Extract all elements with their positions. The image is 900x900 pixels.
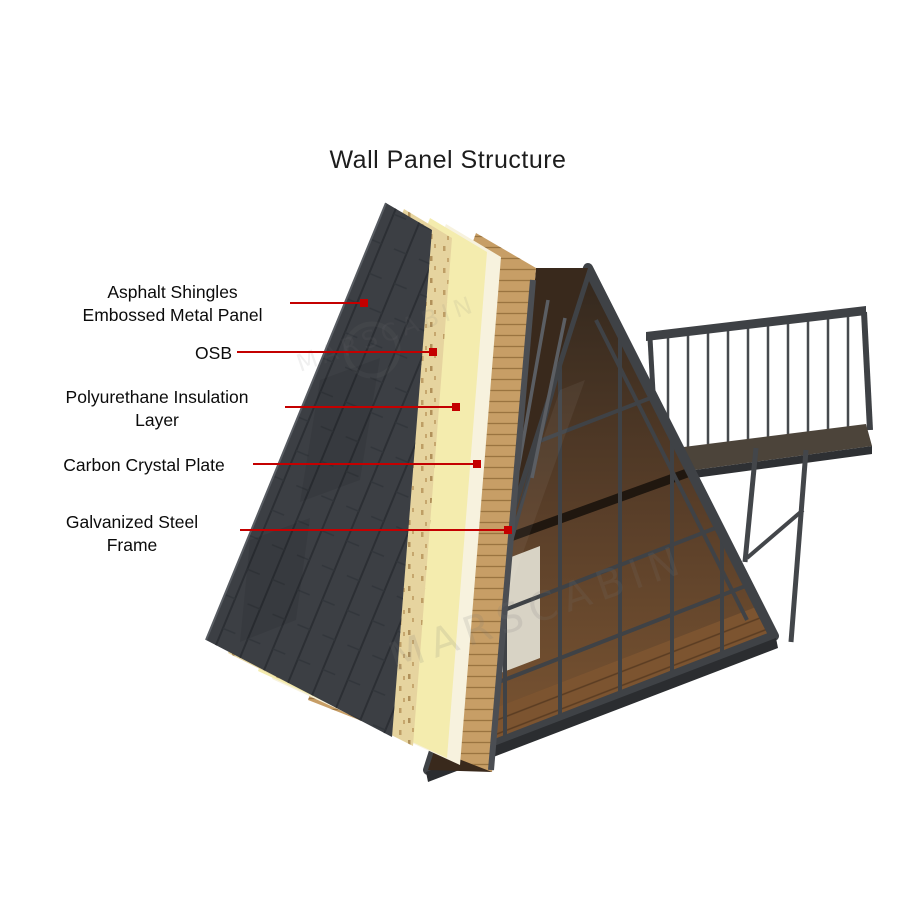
label-osb: OSB bbox=[92, 342, 232, 365]
balcony-top-rail bbox=[646, 306, 866, 341]
leader-marker-insulation bbox=[452, 403, 460, 411]
loft-fascia bbox=[500, 467, 692, 545]
balcony-railing bbox=[666, 312, 850, 449]
label-steel-frame: Galvanized Steel Frame bbox=[30, 511, 234, 557]
label-carbon-line1: Carbon Crystal Plate bbox=[63, 455, 225, 475]
leader-marker-steel bbox=[504, 526, 512, 534]
label-steel-line1: Galvanized Steel bbox=[65, 512, 199, 532]
steel-frame-edge bbox=[488, 279, 536, 771]
steel-frame-braces bbox=[516, 299, 567, 479]
label-asphalt-line1: Asphalt Shingles bbox=[107, 282, 238, 302]
label-carbon-plate: Carbon Crystal Plate bbox=[38, 454, 250, 477]
base-slab bbox=[426, 638, 778, 782]
leader-marker-carbon bbox=[473, 460, 481, 468]
shingle-edge-highlight bbox=[205, 202, 387, 641]
shingle-shading bbox=[300, 358, 380, 502]
leader-marker-osb bbox=[429, 348, 437, 356]
label-insulation-line2: Layer bbox=[135, 410, 179, 430]
balcony bbox=[644, 306, 873, 643]
leader-lines bbox=[237, 299, 512, 534]
page-title: Wall Panel Structure bbox=[329, 146, 567, 174]
label-asphalt-line2: Embossed Metal Panel bbox=[82, 305, 263, 325]
label-steel-line2: Frame bbox=[106, 535, 158, 555]
leader-marker-asphalt bbox=[360, 299, 368, 307]
balcony-post-right bbox=[861, 311, 873, 431]
label-asphalt-shingles: Asphalt Shingles Embossed Metal Panel bbox=[59, 281, 286, 327]
label-osb-line1: OSB bbox=[195, 343, 232, 363]
balcony-fascia bbox=[650, 446, 872, 484]
watermark-logo bbox=[343, 321, 401, 379]
label-insulation: Polyurethane Insulation Layer bbox=[40, 386, 274, 432]
label-insulation-line1: Polyurethane Insulation bbox=[65, 387, 249, 407]
balcony-support-legs bbox=[742, 447, 809, 643]
